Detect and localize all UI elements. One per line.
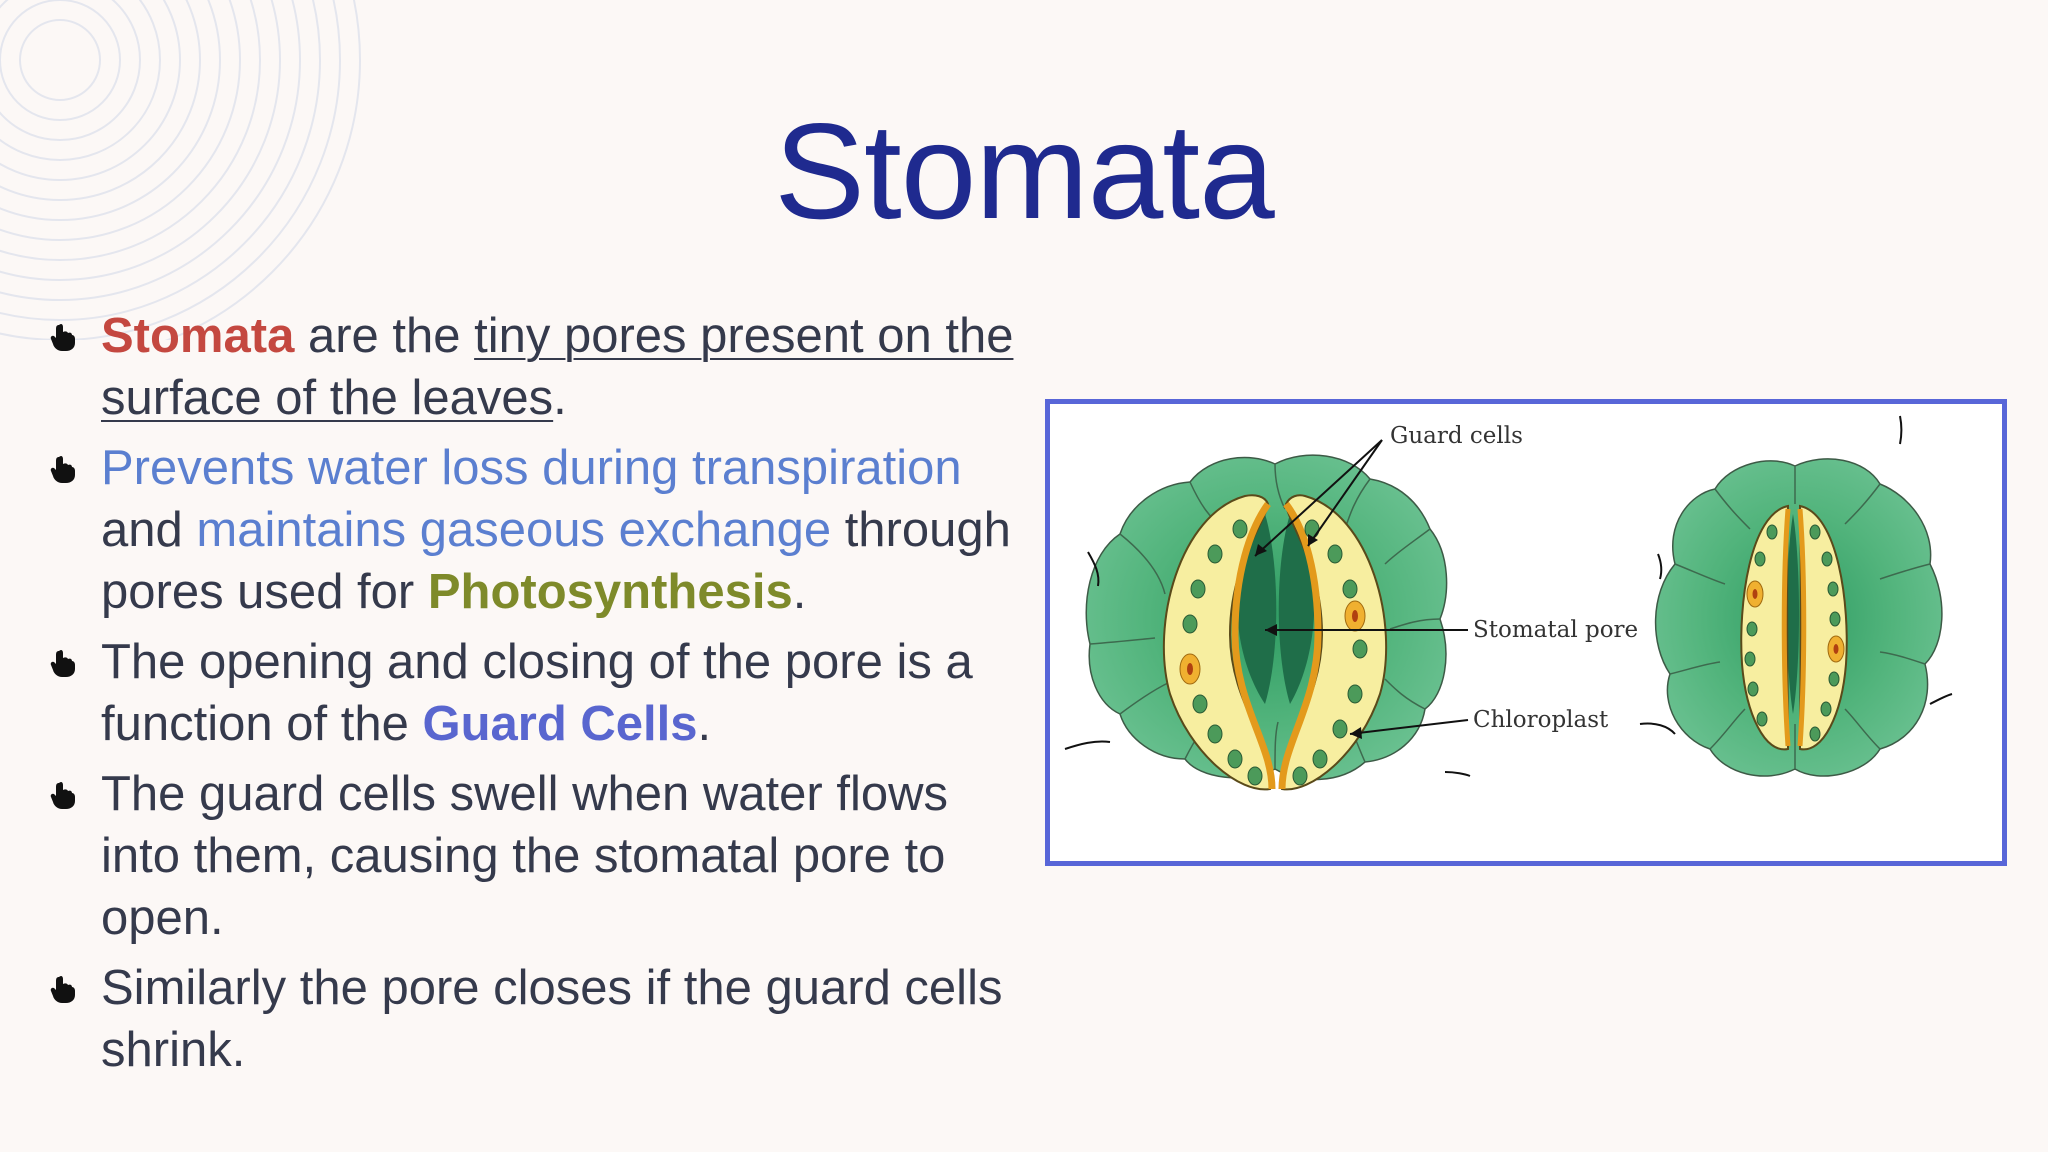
bullet-item: The guard cells swell when water flows i… [44,763,1024,949]
bullet-item: Stomata are the tiny pores present on th… [44,305,1024,429]
bullet-text: and [101,503,197,557]
bullet-text: . [792,565,807,619]
bullet-text: The guard cells swell when water flows i… [101,767,948,945]
bullet-list: Stomata are the tiny pores present on th… [44,305,1024,1089]
stomata-diagram: Guard cells Stomatal pore Chloroplast [1045,399,2007,866]
slide-title: Stomata [774,95,1274,247]
bullet-text: Similarly the pore closes if the guard c… [101,961,1003,1077]
highlight-text: maintains gaseous exchange [196,503,832,557]
guard-cells-term: Guard Cells [422,697,698,751]
bullet-item: Prevents water loss during transpiration… [44,437,1024,623]
bullet-item: The opening and closing of the pore is a… [44,631,1024,755]
hand-pointer-bullet-icon [50,455,75,483]
label-guard-cells: Guard cells [1390,423,1523,449]
bullet-text: The opening and closing of the pore is a… [101,635,973,751]
highlight-text: Prevents water loss during transpiration [101,441,962,495]
bullet-text: through pores used for [101,503,1011,619]
label-pointer-lines [1254,439,1469,735]
hand-pointer-bullet-icon [50,323,75,351]
decorative-concentric-arcs [0,0,361,340]
photosynthesis-term: Photosynthesis [427,565,793,619]
open-stoma-drawing [1064,454,1471,791]
stomata-diagram-drawing: Guard cells Stomatal pore Chloroplast [1064,415,1953,791]
hand-pointer-bullet-icon [50,781,75,809]
hand-pointer-bullet-icon [50,649,75,677]
bullet-text: . [553,371,567,425]
hand-pointer-bullet-icon [50,975,75,1003]
underlined-definition: tiny pores present on the surface of the… [101,309,1014,425]
bullet-text: are the [294,309,475,363]
bullet-text: . [697,697,712,751]
label-chloroplast: Chloroplast [1473,707,1609,733]
bullet-item: Similarly the pore closes if the guard c… [44,957,1024,1081]
stomata-term: Stomata [101,309,295,363]
closed-stoma-drawing [1639,415,1953,777]
label-stomatal-pore: Stomatal pore [1473,617,1638,643]
